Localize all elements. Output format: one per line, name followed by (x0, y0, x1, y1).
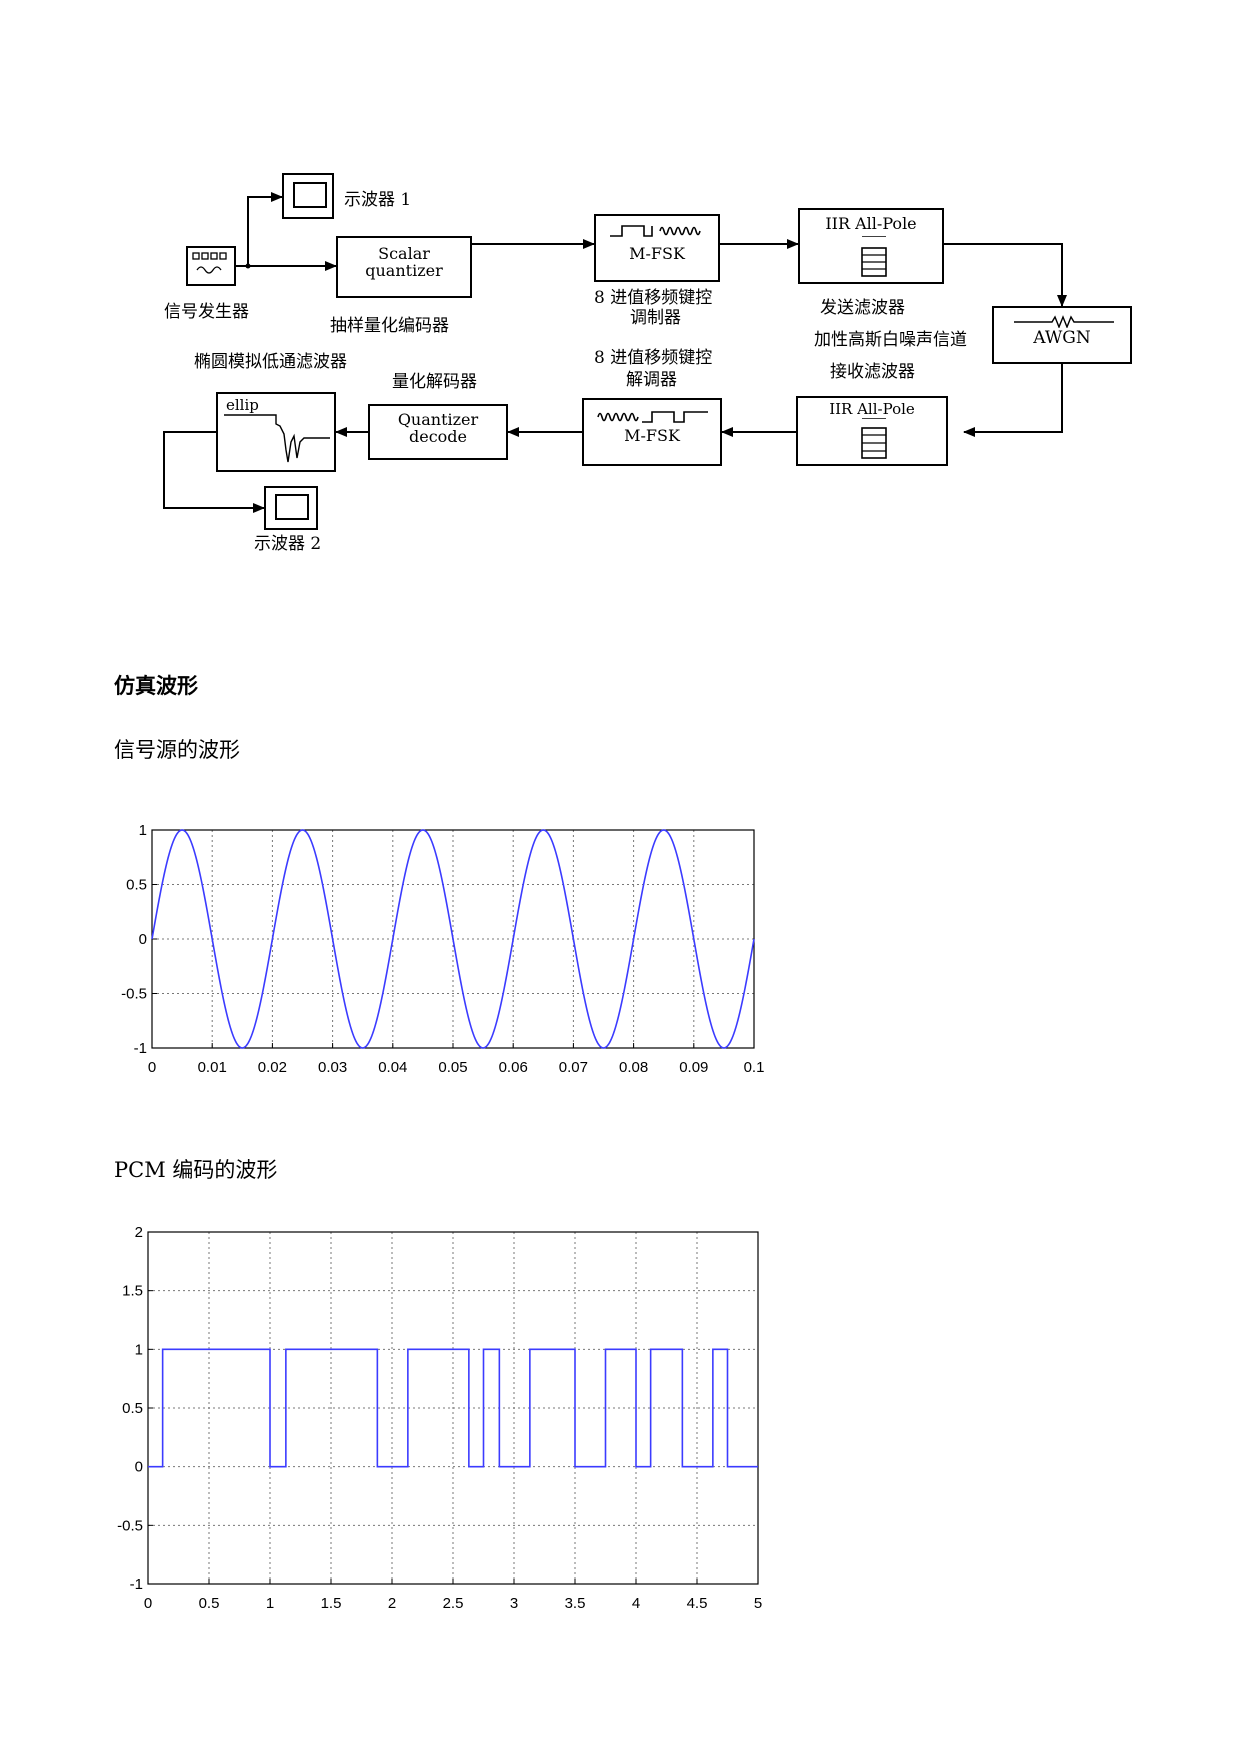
ellip-title: ellip (226, 396, 259, 414)
x-tick-label: 0.07 (559, 1059, 588, 1076)
x-tick-label: 0.09 (679, 1059, 708, 1076)
caption-pcm: PCM 编码的波形 (114, 1158, 278, 1182)
filter-stack-icon (861, 418, 887, 459)
series-line (151, 829, 755, 1049)
x-tick-label: 0.1 (744, 1059, 765, 1076)
series-line (148, 1348, 758, 1468)
iir-rx-filter-block[interactable]: IIR All-Pole (796, 396, 948, 466)
x-tick-label: 5 (754, 1595, 762, 1610)
wire-ellip-scope2 (163, 431, 265, 513)
scope-screen-icon (293, 182, 327, 208)
x-tick-label: 0 (148, 1059, 156, 1076)
fsk-wave-icon (610, 225, 701, 237)
filter-stack-icon (861, 236, 887, 277)
y-tick-label: 0 (135, 1459, 143, 1476)
decode-subtitle: decode (408, 426, 467, 446)
iir-tx-title: IIR All-Pole (825, 214, 917, 233)
x-tick-label: 0.04 (378, 1059, 407, 1076)
pcm-chart: 0 0.5 1 1.5 2 2.5 3 3.5 4 4.5 5 2 1.5 1 0.5 0 -0.5 -1 (117, 1224, 762, 1610)
noise-icon (1014, 315, 1114, 328)
x-tick-label: 0 (144, 1595, 152, 1610)
wire-iir-awgn (944, 243, 1067, 307)
scope2-label: 示波器 2 (254, 534, 322, 554)
tx-filter-label: 发送滤波器 (820, 298, 905, 318)
encoder-label: 抽样量化编码器 (330, 316, 449, 336)
signal-generator-block[interactable] (186, 246, 236, 286)
quantizer-title: Scalar (378, 244, 430, 263)
decode-title: Quantizer (397, 410, 479, 429)
x-tick-label: 0.01 (198, 1059, 227, 1076)
scope1-label: 示波器 1 (344, 190, 412, 210)
decoder-label: 量化解码器 (392, 372, 477, 392)
ellip-response-icon (224, 414, 330, 463)
modulator-label-line1: 8 进值移频键控 (594, 288, 713, 308)
x-tick-label: 2.5 (443, 1595, 464, 1610)
mfsk-demodulator-block[interactable]: M-FSK (582, 398, 722, 466)
channel-label: 加性高斯白噪声信道 (814, 330, 967, 350)
quantizer-subtitle: quantizer (365, 260, 443, 280)
x-tick-label: 0.08 (619, 1059, 648, 1076)
x-tick-label: 3 (510, 1595, 518, 1610)
scope2-block[interactable] (264, 486, 318, 530)
plot-frame (147, 1231, 759, 1585)
lowpass-label: 椭圆模拟低通滤波器 (194, 352, 347, 372)
signal-generator-icon (192, 252, 227, 274)
x-tick-label: 1.5 (321, 1595, 342, 1610)
x-tick-label: 0.06 (499, 1059, 528, 1076)
y-tick-label: 2 (135, 1224, 143, 1241)
x-tick-label: 0.03 (318, 1059, 347, 1076)
rx-filter-label: 接收滤波器 (830, 362, 915, 382)
demodulator-label-line2: 解调器 (626, 370, 677, 390)
modulator-label-line2: 调制器 (630, 308, 681, 328)
quantizer-decode-block[interactable]: Quantizer decode (368, 404, 508, 460)
signal-source-chart: 0 0.01 0.02 0.03 0.04 0.05 0.06 0.07 0.08 0.09 0.1… (121, 822, 765, 1076)
awgn-channel-block[interactable]: AWGN (992, 306, 1132, 364)
scope-screen-icon (275, 494, 309, 520)
scalar-quantizer-block[interactable]: Scalar quantizer (336, 236, 472, 298)
demodulator-label-line1: 8 进值移频键控 (594, 348, 713, 368)
y-tick-label: 1 (139, 822, 147, 839)
x-tick-label: 2 (388, 1595, 396, 1610)
y-tick-label: 0.5 (126, 877, 147, 894)
iir-rx-title: IIR All-Pole (829, 400, 915, 418)
y-tick-label: 1.5 (122, 1283, 143, 1300)
y-tick-label: -0.5 (117, 1517, 143, 1534)
mfsk-modulator-block[interactable]: M-FSK (594, 214, 720, 282)
x-tick-label: 0.5 (199, 1595, 220, 1610)
y-tick-label: 0 (139, 931, 147, 948)
y-tick-label: -1 (130, 1576, 143, 1593)
x-tick-label: 4.5 (687, 1595, 708, 1610)
y-tick-label: 1 (135, 1341, 143, 1358)
scope1-block[interactable] (282, 173, 334, 219)
x-tick-label: 4 (632, 1595, 640, 1610)
iir-tx-filter-block[interactable]: IIR All-Pole (798, 208, 944, 284)
wire-awgn-iir (963, 364, 1063, 437)
x-tick-label: 3.5 (565, 1595, 586, 1610)
ellip-filter-block[interactable]: ellip (216, 392, 336, 472)
mfsk-demodulator-title: M-FSK (624, 426, 680, 445)
awgn-title: AWGN (1033, 328, 1091, 348)
section-title: 仿真波形 (114, 673, 198, 698)
x-tick-label: 1 (266, 1595, 274, 1610)
caption-signal-source: 信号源的波形 (114, 738, 240, 762)
y-tick-label: -1 (134, 1040, 147, 1057)
y-tick-label: 0.5 (122, 1400, 143, 1417)
x-tick-label: 0.02 (258, 1059, 287, 1076)
mfsk-modulator-title: M-FSK (629, 244, 685, 263)
signal-generator-label: 信号发生器 (164, 302, 249, 322)
x-tick-label: 0.05 (438, 1059, 467, 1076)
diagram-wires (163, 192, 1067, 513)
y-tick-label: -0.5 (121, 986, 147, 1003)
fsk-wave-icon (597, 411, 708, 423)
